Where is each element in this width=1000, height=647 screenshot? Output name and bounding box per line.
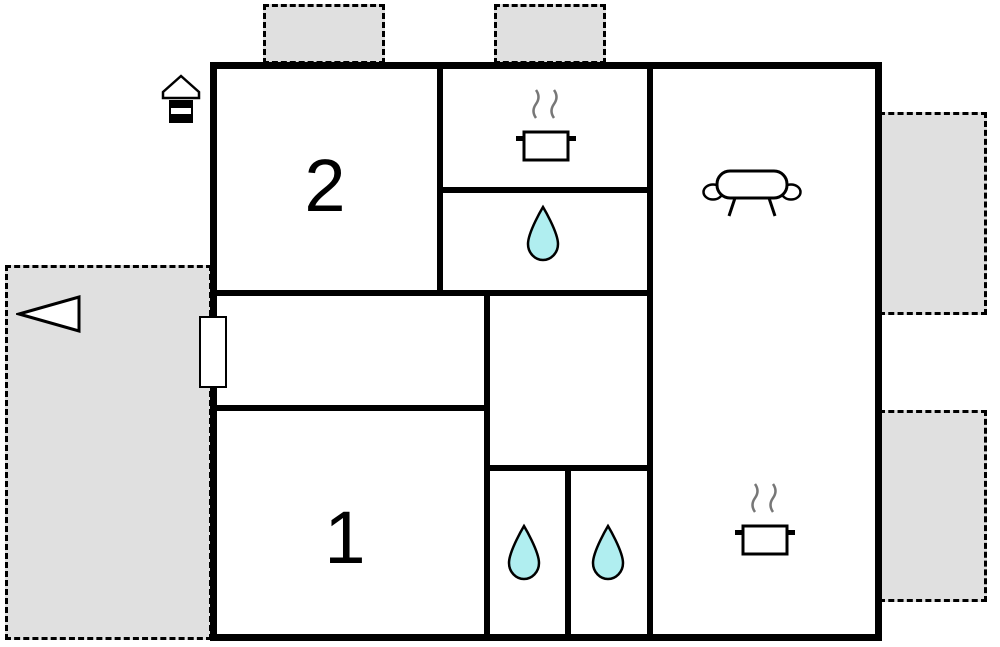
water-drop-icon-bath-right [589, 523, 627, 583]
room-2-label: 2 [304, 143, 346, 227]
terrace-right-upper [879, 112, 987, 315]
room-1-label: 1 [324, 495, 366, 579]
terrace-top-left [263, 4, 385, 64]
interior-wall [443, 187, 653, 193]
direction-arrow-icon [13, 294, 82, 334]
stove-pot-icon-kitchen [514, 84, 578, 166]
stove-pot-icon-living [733, 478, 797, 560]
interior-wall [217, 405, 490, 411]
interior-wall [565, 471, 571, 634]
water-drop-icon-bath-left [505, 523, 543, 583]
interior-wall [217, 290, 653, 296]
terrace-right-lower [879, 410, 987, 602]
terrace-top-right [494, 4, 606, 64]
sofa-icon [702, 166, 802, 226]
water-drop-icon-wc [524, 204, 562, 264]
interior-wall [437, 69, 443, 296]
interior-wall [490, 465, 647, 471]
terrace-left [5, 265, 212, 640]
entrance-door [199, 316, 227, 388]
interior-wall [484, 296, 490, 634]
interior-wall [647, 69, 653, 634]
chimney-icon [160, 73, 202, 127]
